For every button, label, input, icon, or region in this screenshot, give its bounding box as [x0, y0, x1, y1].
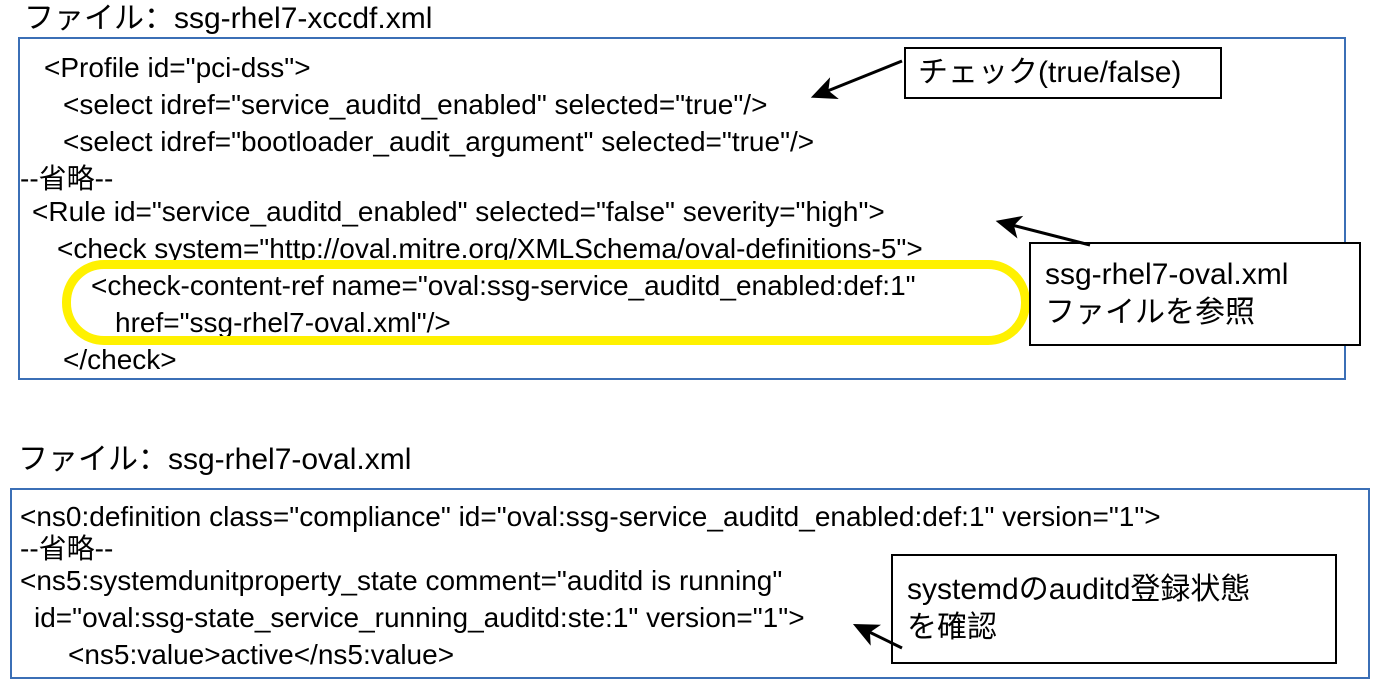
file-caption-xccdf: ファイル：ssg-rhel7-xccdf.xml — [24, 2, 433, 35]
code-line: <ns5:systemdunitproperty_state comment="… — [20, 565, 783, 596]
code-line: <check-content-ref name="oval:ssg-servic… — [91, 270, 916, 301]
file-caption-oval: ファイル：ssg-rhel7-oval.xml — [18, 443, 412, 476]
code-line: --省略-- — [20, 163, 114, 194]
code-line: <check system="http://oval.mitre.org/XML… — [57, 233, 923, 264]
oval-ref-callout-box: ssg-rhel7-oval.xml ファイルを参照 — [1029, 242, 1361, 346]
code-line: <select idref="bootloader_audit_argument… — [63, 126, 815, 157]
code-line: </check> — [63, 344, 177, 375]
oval-ref-callout-label: ssg-rhel7-oval.xml ファイルを参照 — [1045, 258, 1289, 329]
code-line: href="ssg-rhel7-oval.xml"/> — [115, 307, 451, 338]
code-line: <ns5:value>active</ns5:value> — [68, 639, 455, 670]
check-callout-label: チェック(true/false) — [918, 56, 1182, 89]
code-line: <Profile id="pci-dss"> — [44, 52, 311, 83]
check-callout-box: チェック(true/false) — [904, 47, 1222, 99]
code-line: <Rule id="service_auditd_enabled" select… — [32, 196, 885, 227]
code-line: <ns0:definition class="compliance" id="o… — [20, 501, 1161, 532]
code-line: --省略-- — [20, 533, 114, 564]
systemd-callout-label: systemdのauditd登録状態 を確認 — [907, 573, 1251, 644]
code-line: id="oval:ssg-state_service_running_audit… — [34, 602, 805, 633]
code-line: <select idref="service_auditd_enabled" s… — [63, 89, 768, 120]
systemd-callout-box: systemdのauditd登録状態 を確認 — [891, 554, 1337, 664]
